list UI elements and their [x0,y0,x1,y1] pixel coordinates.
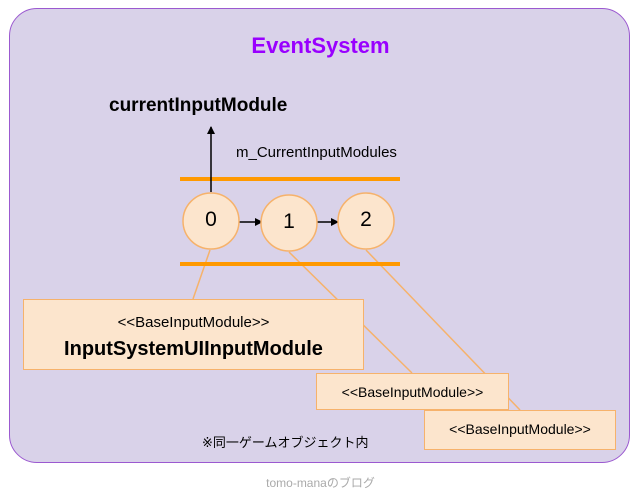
list-node-2 [337,192,395,250]
connector-node-0 [192,249,211,300]
module-stereotype: <<BaseInputModule>> [341,384,484,400]
list-bottom-bar [180,262,400,266]
node-label-0: 0 [205,208,217,231]
diagram-title: EventSystem [251,33,390,58]
list-field-label: m_CurrentInputModules [236,144,397,161]
current-input-module-label: currentInputModule [109,95,288,116]
module-box-input-system-ui: <<BaseInputModule>> InputSystemUIInputMo… [23,299,364,370]
module-class-name: InputSystemUIInputModule [64,338,323,360]
module-box-2: <<BaseInputModule>> [316,373,509,410]
blog-footer: tomo-manaのブログ [266,476,375,490]
module-box-3: <<BaseInputModule>> [424,410,616,450]
node-label-1: 1 [283,210,295,233]
same-gameobject-note: ※同一ゲームオブジェクト内 [202,435,369,450]
list-node-0 [182,192,240,250]
node-label-2: 2 [360,208,372,231]
list-top-bar [180,177,400,181]
module-stereotype: <<BaseInputModule>> [449,421,591,437]
module-stereotype: <<BaseInputModule>> [117,314,270,331]
list-node-1 [260,194,318,252]
